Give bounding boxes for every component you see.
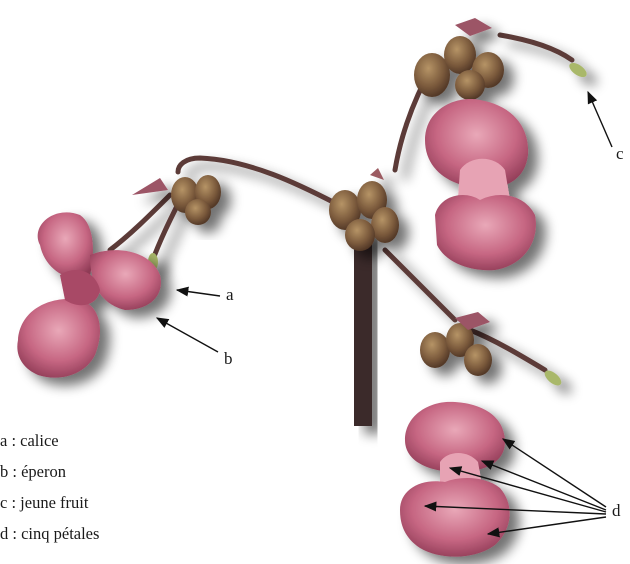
legend-item-jeune-fruit: c : jeune fruit bbox=[0, 487, 99, 518]
label-d: d bbox=[612, 502, 621, 519]
arrow-a bbox=[177, 290, 220, 296]
label-b: b bbox=[224, 350, 233, 367]
legend-item-eperon: b : éperon bbox=[0, 456, 99, 487]
flower-top-right bbox=[425, 99, 536, 270]
label-c: c bbox=[616, 145, 624, 162]
flower-left bbox=[17, 212, 161, 377]
bud-cluster-center bbox=[329, 168, 399, 251]
pointer-arrows bbox=[157, 92, 612, 534]
bud-cluster-top bbox=[414, 18, 504, 100]
arrow-c bbox=[588, 92, 612, 147]
legend-item-cinq-petales: d : cinq pétales bbox=[0, 518, 99, 549]
label-a: a bbox=[226, 286, 234, 303]
legend: a : calice b : éperon c : jeune fruit d … bbox=[0, 425, 99, 549]
legend-item-calice: a : calice bbox=[0, 425, 99, 456]
arrow-b bbox=[157, 318, 218, 352]
main-stem bbox=[354, 230, 372, 426]
